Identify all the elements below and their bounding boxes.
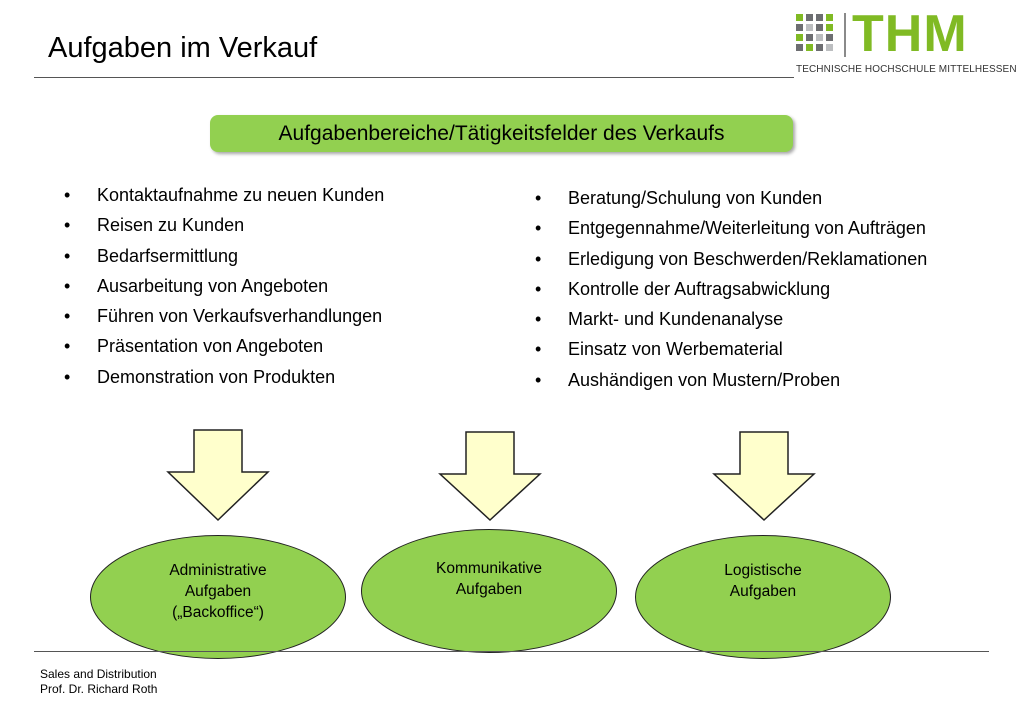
list-item: Kontaktaufnahme zu neuen Kunden bbox=[61, 184, 384, 214]
logo-subtitle: TECHNISCHE HOCHSCHULE MITTELHESSEN bbox=[796, 64, 1017, 75]
category-label: Kommunikative Aufgaben bbox=[436, 560, 542, 598]
logo-wordmark: THM bbox=[852, 5, 968, 63]
footer-author: Prof. Dr. Richard Roth bbox=[40, 682, 158, 696]
category-administrative: Administrative Aufgaben („Backoffice“) bbox=[90, 535, 346, 659]
down-arrow-icon bbox=[166, 429, 270, 522]
category-label: Logistische Aufgaben bbox=[724, 562, 802, 600]
footer: Sales and Distribution Prof. Dr. Richard… bbox=[40, 667, 157, 697]
list-item: Erledigung von Beschwerden/Reklamationen bbox=[532, 248, 927, 278]
list-item: Präsentation von Angeboten bbox=[61, 335, 384, 365]
list-item: Beratung/Schulung von Kunden bbox=[532, 187, 927, 217]
list-item: Führen von Verkaufsverhandlungen bbox=[61, 305, 384, 335]
footer-rule bbox=[34, 651, 989, 652]
section-header: Aufgabenbereiche/Tätigkeitsfelder des Ve… bbox=[210, 115, 793, 152]
footer-course: Sales and Distribution bbox=[40, 667, 157, 681]
logo-separator bbox=[844, 13, 846, 57]
logo-grid-icon bbox=[796, 14, 836, 54]
thm-logo: THM TECHNISCHE HOCHSCHULE MITTELHESSEN bbox=[796, 5, 1017, 81]
slide-title: Aufgaben im Verkauf bbox=[48, 32, 318, 64]
title-rule bbox=[34, 77, 794, 78]
list-item: Aushändigen von Mustern/Proben bbox=[532, 369, 927, 399]
list-item: Demonstration von Produkten bbox=[61, 366, 384, 396]
list-item: Kontrolle der Auftragsabwicklung bbox=[532, 278, 927, 308]
category-communicative: Kommunikative Aufgaben bbox=[361, 529, 617, 653]
list-item: Ausarbeitung von Angeboten bbox=[61, 275, 384, 305]
list-item: Einsatz von Werbematerial bbox=[532, 338, 927, 368]
right-task-list: Beratung/Schulung von Kunden Entgegennah… bbox=[532, 187, 927, 399]
left-task-list: Kontaktaufnahme zu neuen Kunden Reisen z… bbox=[61, 184, 384, 396]
list-item: Entgegennahme/Weiterleitung von Aufträge… bbox=[532, 217, 927, 247]
list-item: Markt- und Kundenanalyse bbox=[532, 308, 927, 338]
category-logistic: Logistische Aufgaben bbox=[635, 535, 891, 659]
list-item: Bedarfsermittlung bbox=[61, 245, 384, 275]
category-label: Administrative Aufgaben („Backoffice“) bbox=[169, 562, 267, 621]
down-arrow-icon bbox=[438, 431, 542, 522]
down-arrow-icon bbox=[712, 431, 816, 522]
list-item: Reisen zu Kunden bbox=[61, 214, 384, 244]
